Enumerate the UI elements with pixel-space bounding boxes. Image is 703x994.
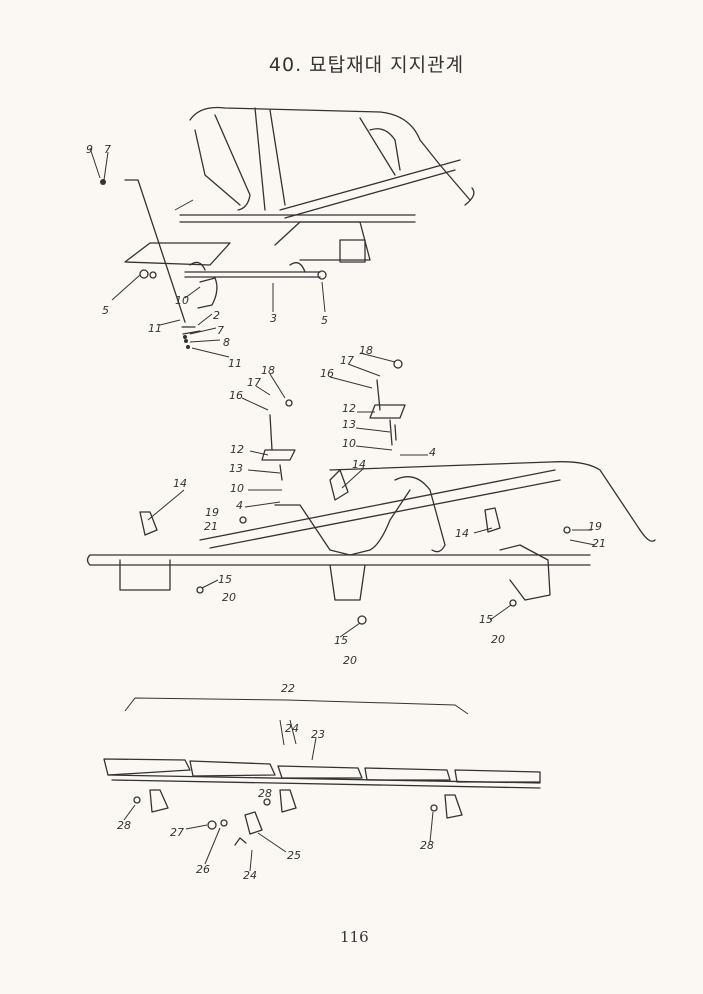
part-label: 3	[270, 312, 277, 325]
part-label: 23	[311, 728, 325, 741]
part-label: 24	[243, 869, 257, 882]
middle-part-labels: 18 17 16 12 13 10 4 19 21 14 18 17 16 12…	[173, 344, 606, 667]
part-label: 20	[491, 633, 505, 646]
top-part-labels: 9 7 5 10 3 5 2 11 7 8 11	[86, 143, 328, 370]
part-label: 19	[588, 520, 602, 533]
part-label: 22	[281, 682, 295, 695]
part-label: 2	[213, 309, 220, 322]
part-label: 5	[321, 314, 328, 327]
top-frame-assembly	[89, 106, 475, 358]
part-label: 28	[258, 787, 272, 800]
page-number: 116	[340, 928, 369, 946]
part-label: 11	[148, 322, 162, 335]
part-label: 8	[223, 336, 230, 349]
part-label: 12	[230, 443, 244, 456]
part-label: 14	[455, 527, 469, 540]
part-label: 10	[342, 437, 356, 450]
part-label: 13	[229, 462, 243, 475]
part-label: 10	[230, 482, 244, 495]
bottom-part-labels: 22 24 23 28 28 28 27 26 25 24	[117, 682, 434, 882]
part-label: 24	[285, 722, 299, 735]
part-label: 19	[205, 506, 219, 519]
part-label: 16	[229, 389, 243, 402]
part-label: 15	[334, 634, 348, 647]
page-title: 40. 묘탑재대 지지관계	[268, 54, 465, 76]
part-label: 20	[343, 654, 357, 667]
part-label: 9	[86, 143, 93, 156]
part-label: 16	[320, 367, 334, 380]
bottom-strip-assembly	[103, 697, 541, 872]
part-label: 11	[228, 357, 242, 370]
part-label: 17	[340, 354, 354, 367]
part-label: 25	[287, 849, 301, 862]
part-label: 20	[222, 591, 236, 604]
part-label: 7	[217, 324, 224, 337]
part-label: 27	[170, 826, 184, 839]
part-label: 7	[104, 143, 111, 156]
part-label: 28	[117, 819, 131, 832]
part-label: 21	[204, 520, 218, 533]
part-label: 14	[173, 477, 187, 490]
part-label: 5	[102, 304, 109, 317]
part-label: 18	[261, 364, 275, 377]
part-label: 26	[196, 863, 210, 876]
part-label: 15	[218, 573, 232, 586]
part-label: 21	[592, 537, 606, 550]
part-label: 15	[479, 613, 493, 626]
part-label: 4	[236, 499, 243, 512]
middle-frame-assembly	[86, 352, 656, 638]
part-label: 4	[429, 446, 436, 459]
part-label: 10	[175, 294, 189, 307]
part-label: 17	[247, 376, 261, 389]
part-label: 14	[352, 458, 366, 471]
part-label: 18	[359, 344, 373, 357]
part-label: 12	[342, 402, 356, 415]
part-label: 13	[342, 418, 356, 431]
part-label: 28	[420, 839, 434, 852]
